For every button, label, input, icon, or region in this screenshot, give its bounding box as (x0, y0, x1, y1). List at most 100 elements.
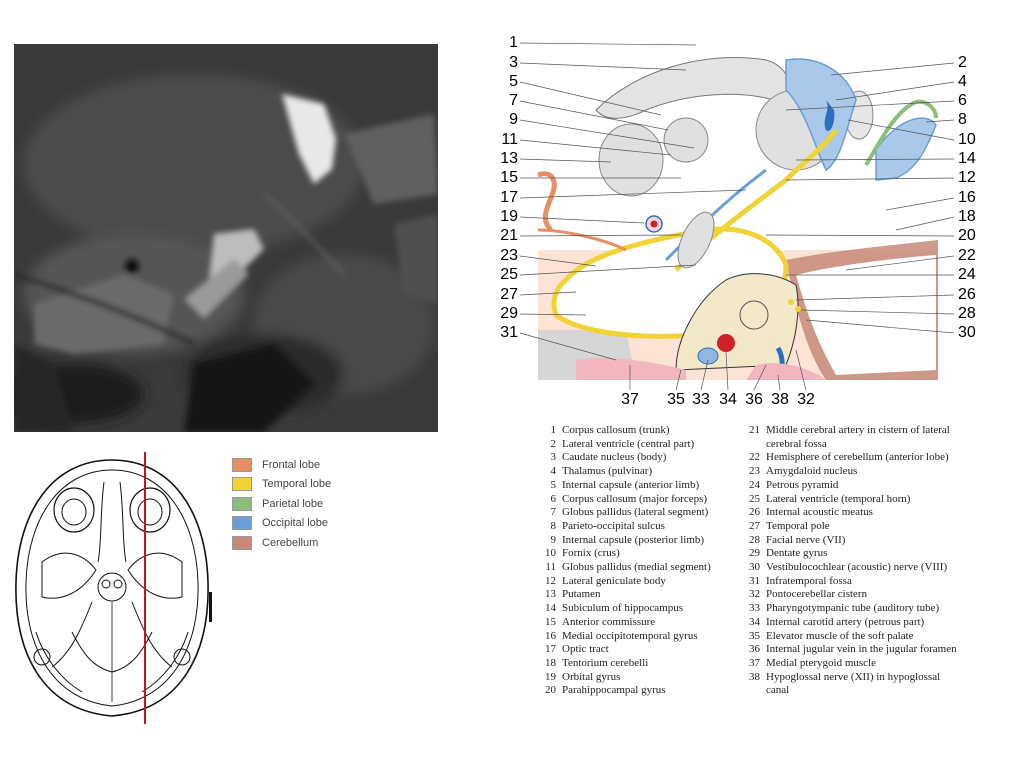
key-text: Amygdaloid nucleus (766, 465, 858, 478)
callout-label: 38 (771, 391, 789, 408)
legend-item-temporal: Temporal lobe (232, 475, 331, 495)
key-text: Caudate nucleus (body) (562, 451, 667, 464)
key-item: 35 Elevator muscle of the soft palate (740, 630, 965, 644)
key-text: Facial nerve (VII) (766, 533, 846, 546)
callout-label: 15 (500, 169, 518, 186)
callouts-left: 1 3 5 7 9 11 13 15 17 19 21 23 25 27 29 … (500, 34, 518, 341)
key-number: 12 (545, 574, 556, 587)
key-text: Globus pallidus (medial segment) (562, 561, 711, 574)
key-number: 24 (749, 478, 760, 491)
callout-label: 6 (958, 92, 967, 109)
key-number: 9 (550, 533, 557, 546)
callout-label: 19 (500, 208, 518, 225)
key-number: 37 (749, 656, 760, 669)
key-item: 10 Fornix (crus) (536, 547, 741, 561)
key-item: 26 Internal acoustic meatus (740, 506, 965, 520)
legend-label: Frontal lobe (262, 458, 321, 471)
callout-label: 23 (500, 247, 518, 264)
key-text: Medial occipitotemporal gyrus (562, 629, 698, 642)
callout-label: 9 (509, 111, 518, 128)
key-text: Parahippocampal gyrus (562, 684, 666, 697)
key-number: 28 (749, 533, 760, 546)
key-number: 11 (545, 561, 556, 574)
mri-sagittal-image (14, 44, 438, 432)
key-text: Fornix (crus) (562, 547, 620, 560)
key-number: 38 (749, 670, 760, 683)
key-number: 15 (545, 615, 556, 628)
key-number: 8 (550, 519, 557, 532)
callout-label: 12 (958, 169, 976, 186)
key-number: 19 (545, 670, 556, 683)
key-number: 31 (749, 574, 760, 587)
callout-label: 8 (958, 111, 967, 128)
legend-label: Cerebellum (262, 536, 319, 549)
key-text: Elevator muscle of the soft palate (766, 629, 914, 642)
callout-label: 5 (509, 73, 518, 90)
key-text: Infratemporal fossa (766, 574, 852, 587)
key-item: 31 Infratemporal fossa (740, 575, 965, 589)
key-item: 24 Petrous pyramid (740, 479, 965, 493)
legend-swatch (232, 496, 252, 511)
legend-swatch (232, 457, 252, 472)
callout-label: 4 (958, 73, 967, 90)
callout-label: 27 (500, 286, 518, 303)
callout-label: 10 (958, 131, 976, 148)
key-text: Internal jugular vein in the jugular for… (766, 643, 957, 656)
key-number: 34 (749, 615, 760, 628)
axial-reference-diagram (15, 452, 212, 724)
key-text: Hypoglossal nerve (XII) in hypoglossal c… (766, 670, 941, 697)
key-text: Internal capsule (posterior limb) (562, 533, 705, 546)
callout-label: 31 (500, 324, 518, 341)
callout-label: 1 (509, 34, 518, 51)
callout-label: 33 (692, 391, 710, 408)
key-number: 35 (749, 629, 760, 642)
key-text: Temporal pole (766, 519, 830, 532)
key-item: 15 Anterior commissure (536, 616, 741, 630)
key-number: 32 (749, 588, 760, 601)
key-text: Subiculum of hippocampus (562, 602, 683, 615)
callout-label: 2 (958, 54, 967, 71)
key-number: 30 (749, 561, 760, 574)
legend-label: Parietal lobe (262, 497, 324, 510)
key-text: Petrous pyramid (766, 478, 839, 491)
callout-label: 29 (500, 305, 518, 322)
key-number: 13 (545, 588, 556, 601)
callout-label: 3 (509, 54, 518, 71)
callout-label: 35 (667, 391, 685, 408)
callout-label: 25 (500, 266, 518, 283)
key-text: Hemisphere of cerebellum (anterior lobe) (766, 451, 949, 464)
callout-label: 7 (509, 92, 518, 109)
key-text: Globus pallidus (lateral segment) (562, 506, 709, 519)
legend-swatch (232, 535, 252, 550)
callout-label: 16 (958, 189, 976, 206)
key-number: 6 (550, 492, 557, 505)
callout-label: 28 (958, 305, 976, 322)
key-text: Anterior commissure (562, 615, 656, 628)
key-number: 10 (545, 547, 556, 560)
key-number: 2 (550, 437, 557, 450)
key-text: Middle cerebral artery in cistern of lat… (766, 424, 950, 450)
key-text: Corpus callosum (trunk) (562, 424, 670, 436)
key-number: 26 (749, 506, 760, 519)
key-number: 29 (749, 547, 760, 560)
key-text: Internal acoustic meatus (766, 506, 873, 519)
key-item: 9 Internal capsule (posterior limb) (536, 534, 741, 548)
legend-label: Temporal lobe (262, 478, 332, 491)
legend-label: Occipital lobe (262, 517, 329, 530)
legend-swatch (232, 516, 252, 531)
